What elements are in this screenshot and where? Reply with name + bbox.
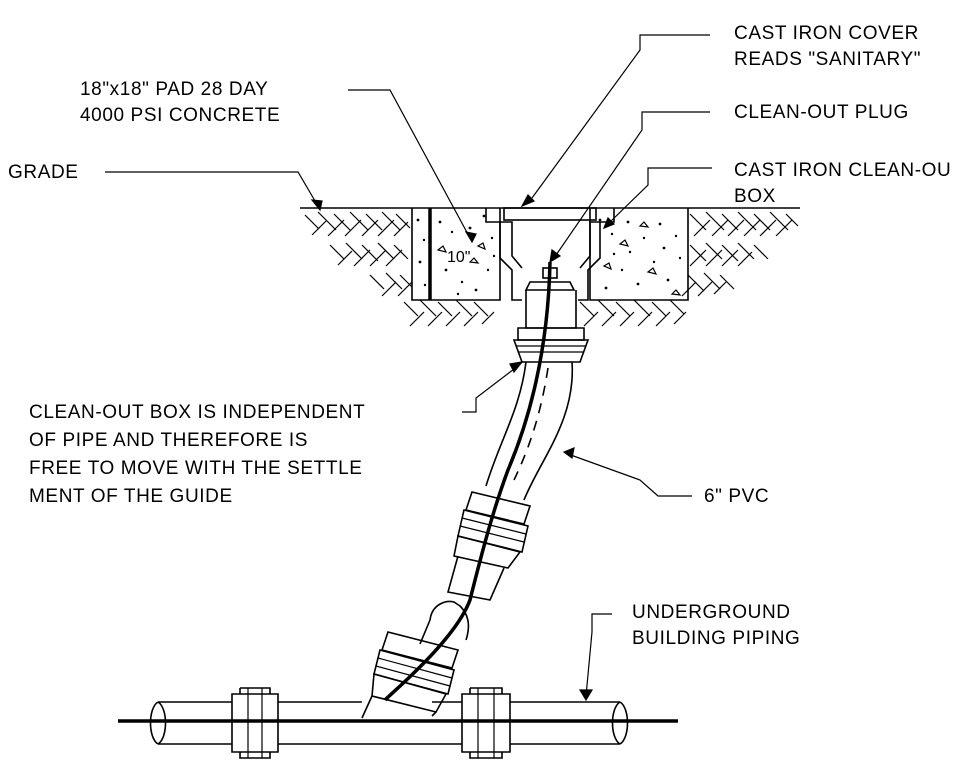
box-label-line2: BOX — [734, 186, 776, 207]
cleanout-plug — [512, 267, 590, 363]
dimension-label: 10" — [447, 249, 470, 266]
pad-label-line2: 4000 PSI CONCRETE — [80, 105, 280, 126]
underground-label-line1: UNDERGROUND — [632, 602, 791, 623]
leader-lines — [105, 34, 712, 702]
box-label-line1: CAST IRON CLEAN-OU — [734, 160, 951, 181]
underground-label-line2: BUILDING PIPING — [632, 628, 800, 649]
note-line1: CLEAN-OUT BOX IS INDEPENDENT — [29, 402, 365, 423]
cover-label-line1: CAST IRON COVER — [734, 23, 919, 44]
plug-label: CLEAN-OUT PLUG — [734, 102, 909, 123]
note-line2: OF PIPE AND THEREFORE IS — [29, 430, 308, 451]
pvc-riser — [383, 261, 574, 702]
note-line4: MENT OF THE GUIDE — [29, 486, 233, 507]
note-line3: FREE TO MOVE WITH THE SETTLE — [29, 458, 363, 479]
cleanout-box — [485, 208, 615, 301]
cover-label-line2: READS "SANITARY" — [734, 49, 921, 70]
pvc-label: 6" PVC — [704, 486, 769, 507]
grade-label: GRADE — [8, 162, 79, 183]
soil-hatch — [304, 211, 799, 327]
pvc-coupling-upper — [446, 491, 532, 601]
pvc-lower-segment — [361, 600, 470, 719]
pad-label-line1: 18"x18" PAD 28 DAY — [80, 79, 268, 100]
cast-iron-cover — [503, 207, 597, 221]
building-pipe — [118, 687, 678, 759]
